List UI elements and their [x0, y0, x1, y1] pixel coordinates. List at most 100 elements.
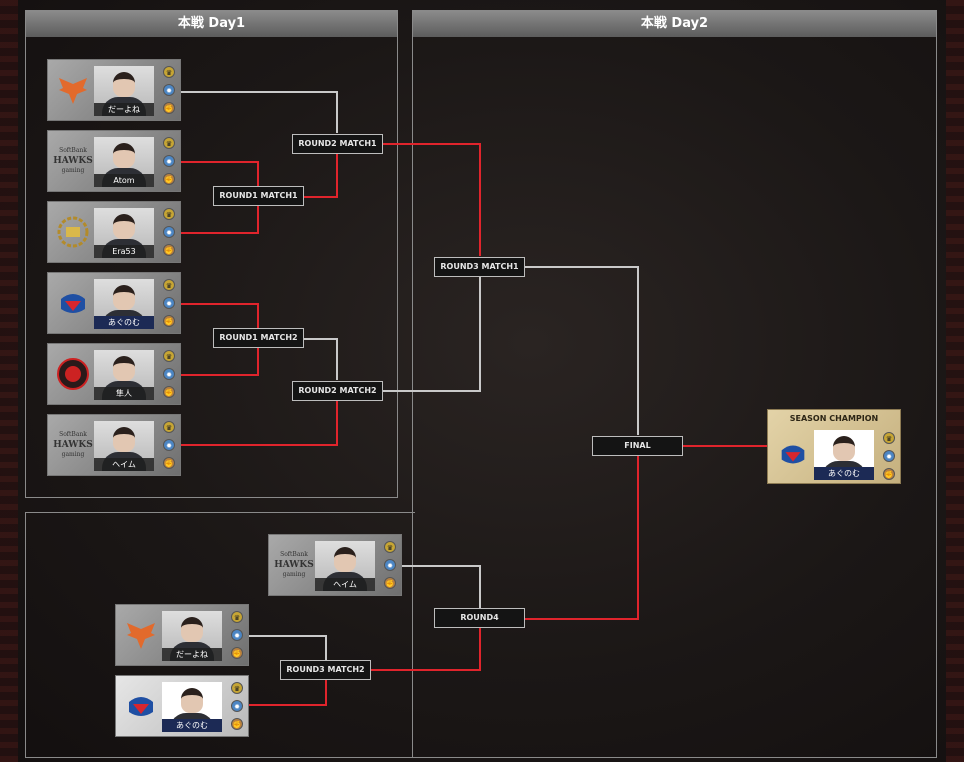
player-name: あぐのむ — [162, 719, 222, 732]
fist-icon: ✊ — [163, 102, 175, 114]
player-name: Atom — [94, 174, 154, 187]
player-photo: あぐのむ — [814, 430, 874, 480]
line-heimu-r4 — [401, 565, 481, 608]
crown-icon: ♛ — [163, 421, 175, 433]
crown-icon: ♛ — [231, 611, 243, 623]
player-name: だーよね — [162, 648, 222, 661]
marinos-logo-icon — [774, 432, 812, 476]
beastars-logo-icon — [54, 352, 92, 396]
match-round2-match2[interactable]: ROUND2 MATCH2 — [292, 381, 383, 401]
badge-group: ♛ ✹ ✊ — [163, 421, 176, 475]
gear-icon: ✹ — [163, 368, 175, 380]
laurel-crest-logo-icon — [54, 210, 92, 254]
player-photo: あぐのむ — [94, 279, 154, 329]
player-card-era53[interactable]: Era53 ♛ ✹ ✊ — [47, 201, 181, 263]
gear-icon: ✹ — [163, 297, 175, 309]
badge-group: ♛ ✹ ✊ — [231, 682, 244, 736]
panel-day2: 本戦 Day2 — [412, 10, 937, 758]
badge-group: ♛ ✹ ✊ — [163, 279, 176, 333]
line-heimu-r2m2 — [181, 400, 338, 446]
badge-group: ♛ ✹ ✊ — [231, 611, 244, 665]
match-round4[interactable]: ROUND4 — [434, 608, 525, 628]
player-name: あぐのむ — [94, 316, 154, 329]
panel-day2-title: 本戦 Day2 — [413, 11, 936, 37]
match-round2-match1[interactable]: ROUND2 MATCH1 — [292, 134, 383, 154]
gear-icon: ✹ — [163, 226, 175, 238]
player-name: ヘイム — [94, 458, 154, 471]
player-name: Era53 — [94, 245, 154, 258]
line-era-r1m1 — [181, 206, 259, 234]
crown-icon: ♛ — [163, 208, 175, 220]
phoenix-logo-icon — [54, 68, 92, 112]
fist-icon: ✊ — [163, 386, 175, 398]
fist-icon: ✊ — [163, 457, 175, 469]
player-card-agunomu-loser[interactable]: あぐのむ ♛ ✹ ✊ — [115, 675, 249, 737]
phoenix-logo-icon — [122, 613, 160, 657]
player-photo: あぐのむ — [162, 682, 222, 732]
marinos-logo-icon — [122, 684, 160, 728]
badge-group: ♛✹✊ — [883, 432, 896, 486]
fist-icon: ✊ — [163, 315, 175, 327]
badge-group: ♛ ✹ ✊ — [163, 350, 176, 404]
line-agu-r3m2 — [249, 680, 327, 706]
line-hayato-r1m2 — [181, 347, 259, 376]
player-card-dayone-day1[interactable]: だーよね ♛ ✹ ✊ — [47, 59, 181, 121]
fist-icon: ✊ — [231, 718, 243, 730]
left-decoration — [0, 0, 18, 762]
match-round3-match1[interactable]: ROUND3 MATCH1 — [434, 257, 525, 277]
crown-icon: ♛ — [163, 350, 175, 362]
badge-group: ♛ ✹ ✊ — [163, 66, 176, 120]
crown-icon: ♛ — [163, 137, 175, 149]
season-champion-card[interactable]: SEASON CHAMPION あぐのむ ♛✹✊ — [767, 409, 901, 484]
line-atom-r1m1 — [181, 161, 259, 186]
match-round1-match1[interactable]: ROUND1 MATCH1 — [213, 186, 304, 206]
panel-day1-loser — [25, 512, 415, 758]
match-final[interactable]: FINAL — [592, 436, 683, 456]
champion-name: あぐのむ — [814, 467, 874, 480]
crown-icon: ♛ — [163, 279, 175, 291]
season-champion-title: SEASON CHAMPION — [789, 414, 879, 423]
player-card-hayato[interactable]: 隼人 ♛ ✹ ✊ — [47, 343, 181, 405]
gear-icon: ✹ — [231, 700, 243, 712]
crown-icon: ♛ — [883, 432, 895, 444]
player-photo: Atom — [94, 137, 154, 187]
crown-icon: ♛ — [231, 682, 243, 694]
gear-icon: ✹ — [163, 439, 175, 451]
badge-group: ♛ ✹ ✊ — [163, 137, 176, 191]
panel-day1-title: 本戦 Day1 — [26, 11, 397, 37]
player-photo: だーよね — [94, 66, 154, 116]
line-r2m1-r3m1 — [383, 143, 481, 256]
line-r3m1-final — [525, 266, 639, 435]
line-r4-final — [525, 455, 639, 620]
line-r1m1-r2m1 — [304, 153, 338, 198]
fist-icon: ✊ — [384, 577, 396, 589]
player-photo: Era53 — [94, 208, 154, 258]
gear-icon: ✹ — [231, 629, 243, 641]
player-name: 隼人 — [94, 387, 154, 400]
fist-icon: ✊ — [163, 173, 175, 185]
fist-icon: ✊ — [231, 647, 243, 659]
marinos-logo-icon — [54, 281, 92, 325]
match-round3-match2[interactable]: ROUND3 MATCH2 — [280, 660, 371, 680]
player-photo: だーよね — [162, 611, 222, 661]
player-card-agunomu-day1[interactable]: あぐのむ ♛ ✹ ✊ — [47, 272, 181, 334]
line-r3m2-r4 — [371, 628, 481, 671]
fist-icon: ✊ — [163, 244, 175, 256]
player-card-dayone-loser[interactable]: だーよね ♛ ✹ ✊ — [115, 604, 249, 666]
gear-icon: ✹ — [384, 559, 396, 571]
gear-icon: ✹ — [163, 84, 175, 96]
crown-icon: ♛ — [163, 66, 175, 78]
line-r1m2-r2m2 — [304, 338, 338, 380]
panel-day1: 本戦 Day1 — [25, 10, 398, 498]
gear-icon: ✹ — [163, 155, 175, 167]
crown-icon: ♛ — [384, 541, 396, 553]
match-round1-match2[interactable]: ROUND1 MATCH2 — [213, 328, 304, 348]
line-dayone-r2m1 — [181, 91, 338, 133]
